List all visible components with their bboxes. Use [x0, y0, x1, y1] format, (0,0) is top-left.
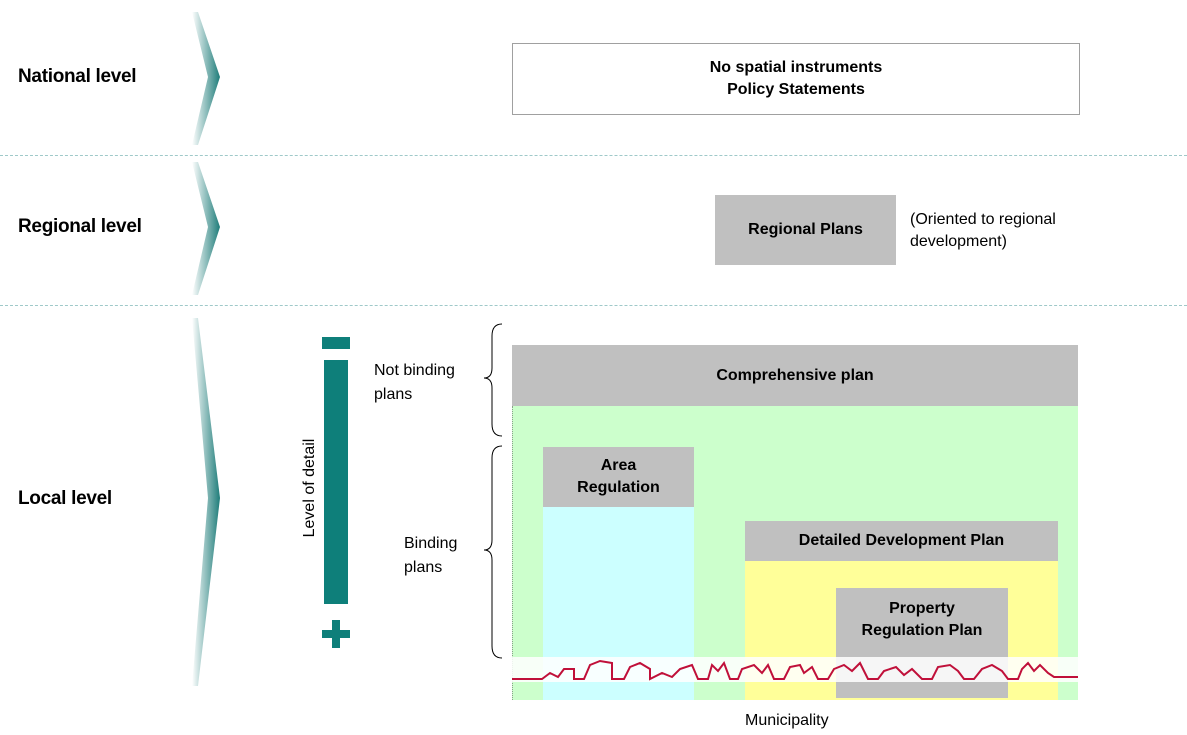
binding-line2: plans — [404, 559, 443, 576]
area-regulation-line2: Regulation — [577, 479, 660, 496]
regional-note-line1: (Oriented to regional — [910, 211, 1056, 228]
minus-icon — [322, 337, 350, 349]
regional-note: (Oriented to regional development) — [910, 209, 1056, 253]
regional-note-line2: development) — [910, 233, 1007, 250]
regional-level-label: Regional level — [18, 216, 142, 237]
area-regulation-box: Area Regulation — [543, 447, 694, 507]
regional-chevron-icon — [192, 162, 220, 295]
binding-line1: Binding — [404, 535, 458, 552]
national-chevron-icon — [192, 12, 220, 145]
brace-icons — [483, 323, 503, 659]
national-policy-box: No spatial instruments Policy Statements — [512, 43, 1080, 115]
level-of-detail-label: Level of detail — [301, 438, 318, 538]
local-chevron-icon — [192, 318, 220, 686]
plus-icon — [322, 620, 350, 648]
binding-label: Binding plans — [404, 532, 457, 580]
skyline-icon — [512, 659, 1078, 681]
binding-brace — [483, 445, 503, 659]
area-regulation-line1: Area — [600, 457, 637, 474]
divider-regional-local — [0, 305, 1187, 306]
not-binding-brace — [483, 323, 503, 437]
property-regulation-line2: Regulation Plan — [861, 622, 983, 639]
municipality-label: Municipality — [745, 712, 829, 729]
not-binding-line1: Not binding — [374, 362, 455, 379]
national-level-label: National level — [18, 66, 137, 87]
municipality-left-edge — [512, 406, 513, 700]
comprehensive-plan-box: Comprehensive plan — [512, 345, 1078, 406]
divider-national-regional — [0, 155, 1187, 156]
national-box-line2: Policy Statements — [727, 81, 865, 98]
detailed-development-title: Detailed Development Plan — [798, 532, 1005, 549]
comprehensive-plan-title: Comprehensive plan — [716, 366, 874, 384]
regional-plans-title: Regional Plans — [748, 221, 863, 238]
not-binding-label: Not binding plans — [374, 359, 455, 407]
local-level-label: Local level — [18, 488, 112, 509]
detail-axis-bar — [324, 360, 348, 604]
national-box-line1: No spatial instruments — [709, 59, 883, 76]
not-binding-line2: plans — [374, 386, 413, 403]
property-regulation-line1: Property — [889, 600, 955, 617]
detailed-development-box: Detailed Development Plan — [745, 521, 1058, 561]
regional-plans-box: Regional Plans — [715, 195, 896, 265]
